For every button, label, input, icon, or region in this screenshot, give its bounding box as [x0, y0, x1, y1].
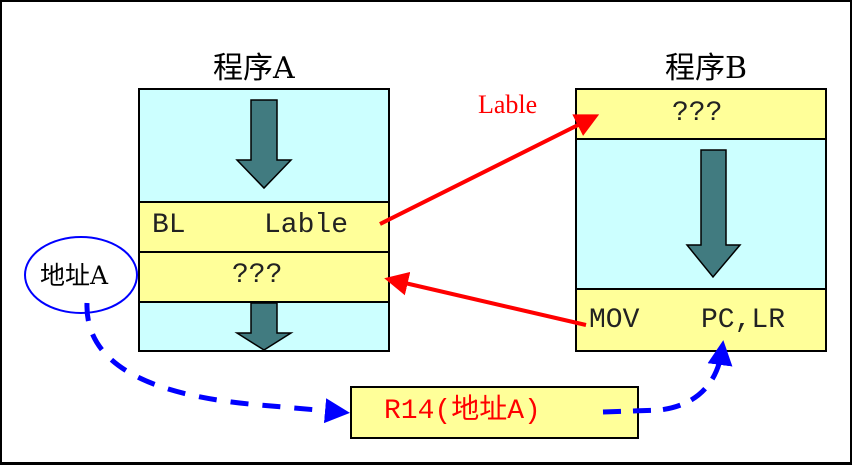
program-a-title: 程序A [213, 51, 295, 86]
flow-arrow-a-top-icon [235, 99, 293, 190]
program-b-body-row [577, 138, 825, 140]
restore-link-arrow [602, 340, 733, 415]
flow-arrow-b-icon [685, 149, 742, 279]
save-link-arrow [84, 302, 350, 424]
program-b-mov-op: MOV [589, 305, 640, 336]
program-b-title: 程序B [665, 51, 748, 86]
program-a-bl-instruction: BL [152, 210, 186, 241]
jump-label: Lable [478, 90, 538, 119]
link-register-label: R14(地址A) [384, 396, 541, 427]
program-b-mov-args: PC,LR [701, 305, 786, 336]
program-a-after-row [140, 301, 388, 352]
return-arrow [384, 271, 587, 327]
flow-arrow-a-bottom-icon [234, 302, 294, 351]
program-a-bl-target: Lable [264, 210, 349, 241]
call-arrow [379, 114, 600, 226]
program-a-return-row [140, 251, 388, 303]
program-b-entry-placeholder: ??? [672, 98, 723, 129]
program-a-return-placeholder: ??? [232, 260, 283, 291]
program-b-entry-row [577, 90, 825, 140]
program-a-bl-row [140, 201, 388, 253]
program-b-return-row [577, 288, 825, 350]
address-bubble [24, 236, 138, 314]
address-bubble-label: 地址A [40, 261, 109, 290]
